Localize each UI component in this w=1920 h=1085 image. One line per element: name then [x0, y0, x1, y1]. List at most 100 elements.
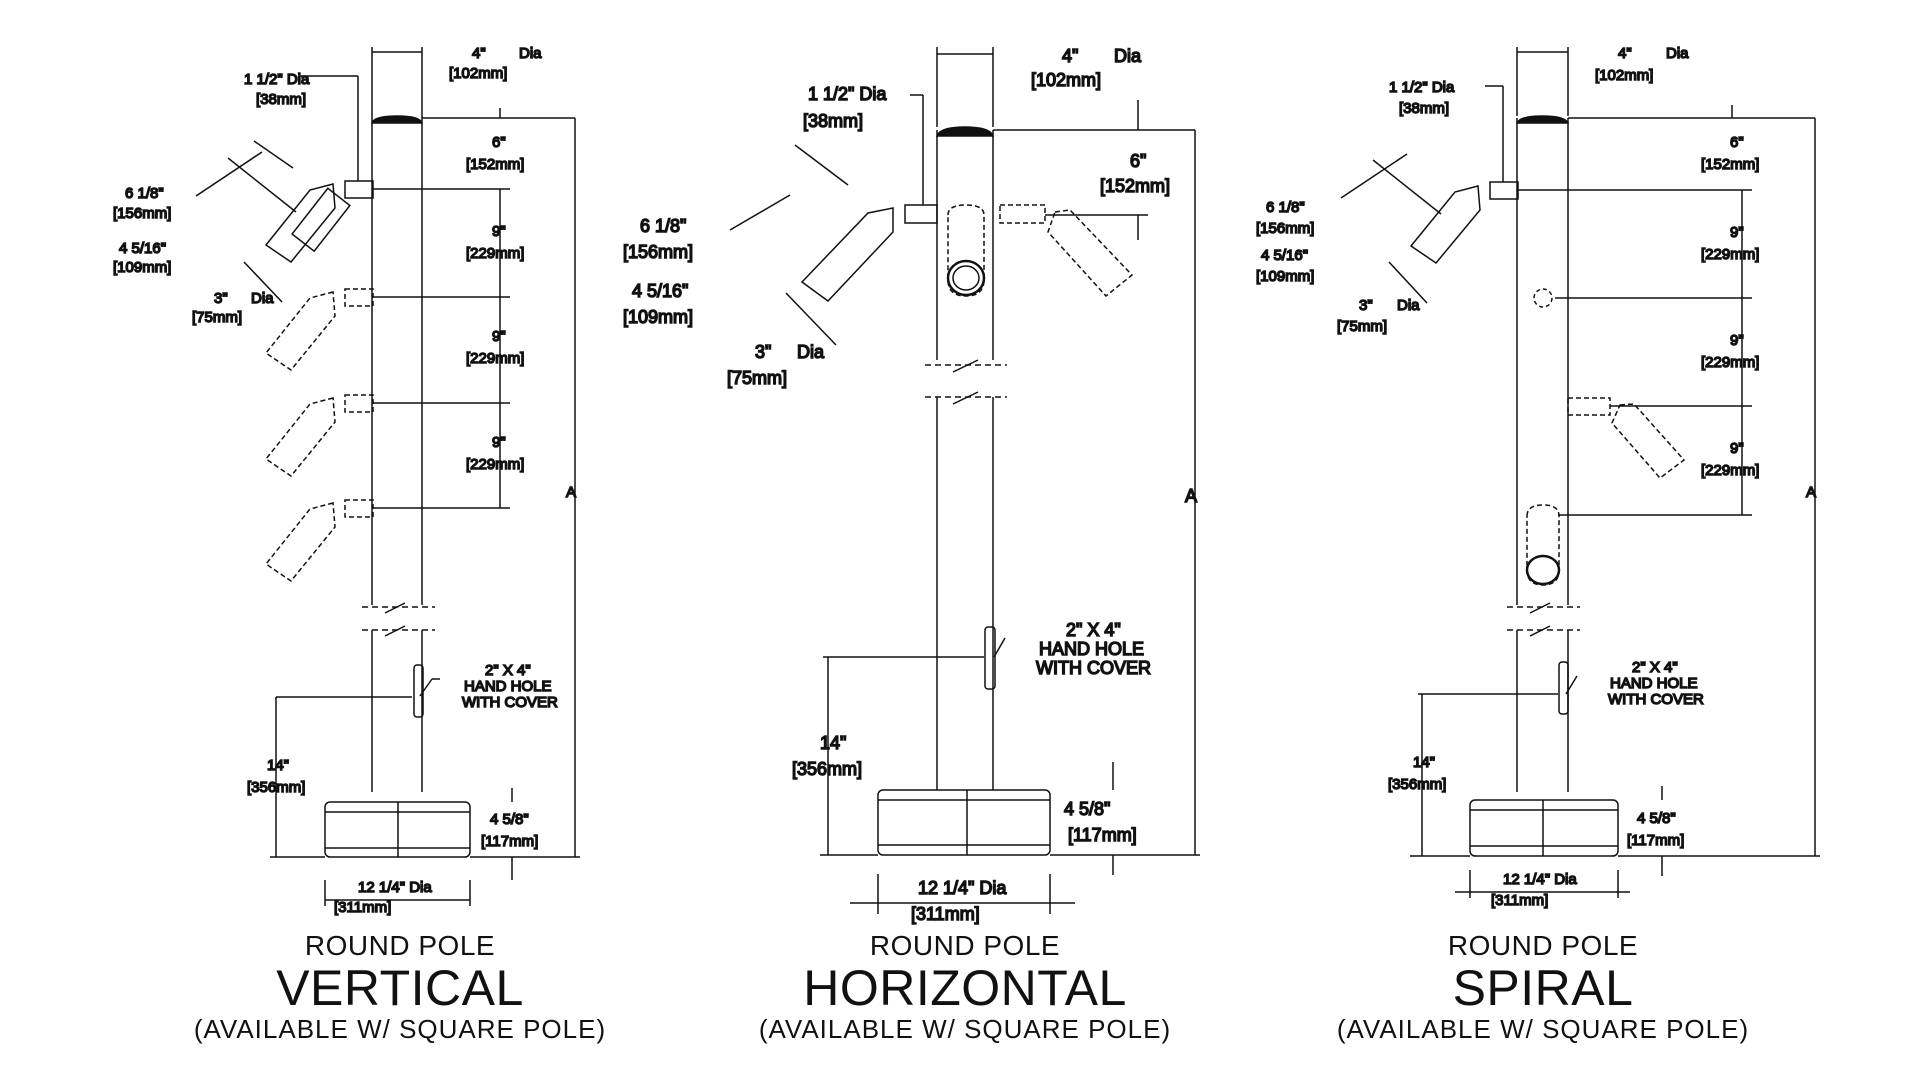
hand-hole-label: HAND HOLE [1039, 639, 1144, 659]
hand-hole [1558, 661, 1569, 715]
spacing-label: 9" [492, 223, 506, 240]
spacing-mm: [229mm] [1701, 354, 1759, 371]
fixture-dashed-group [999, 204, 1134, 298]
fixture-solid [800, 207, 894, 302]
fixture-length-mm: [156mm] [623, 242, 693, 262]
spacing-mm: [229mm] [466, 456, 524, 473]
fixture-dia-label: 3" [1359, 297, 1373, 314]
base-height-mm: [117mm] [481, 833, 538, 850]
base-height-mm: [117mm] [1627, 832, 1684, 849]
hole-height-mm: [356mm] [792, 759, 862, 779]
break-mark [1529, 602, 1551, 637]
fixture-length-label: 6 1/8" [640, 216, 686, 236]
fixture-dia-label: 3" [755, 342, 771, 362]
pole-dia-word: Dia [519, 45, 542, 62]
pole-base [877, 789, 1051, 856]
base-dia-mm: [311mm] [334, 899, 391, 916]
arm-dia-label: 1 1/2" Dia [808, 84, 887, 104]
arm-dia-label: 1 1/2" Dia [244, 71, 310, 88]
pole-dia-word: Dia [1114, 46, 1142, 66]
hand-hole-cover: WITH COVER [462, 694, 558, 711]
break-mark [952, 359, 979, 405]
pole-dia-label: 4" [1618, 45, 1632, 62]
pole-dia-mm: [102mm] [1595, 67, 1653, 84]
spacing-mm: [229mm] [466, 245, 524, 262]
hand-hole [984, 626, 996, 690]
top-gap-mm: [152mm] [1100, 176, 1170, 196]
pole-cap [935, 126, 995, 137]
caption-pole-type: ROUND POLE [304, 930, 496, 961]
fixture-dia-mm: [75mm] [1337, 318, 1387, 335]
pole-dia-mm: [102mm] [449, 65, 507, 82]
overall-height-label: A [1806, 484, 1816, 501]
base-dia-label: 12 1/4" Dia [1503, 871, 1577, 888]
horizontal-pole-drawing: 4" Dia [102mm] 1 1/2" Dia [38mm] 6" [152… [622, 45, 1200, 925]
arm-dia-mm: [38mm] [803, 111, 863, 131]
base-dia-mm: [311mm] [1491, 892, 1548, 909]
fixture-dashed-group [1567, 397, 1686, 480]
pole-cap [1515, 115, 1570, 124]
top-gap-mm: [152mm] [1701, 156, 1759, 173]
hole-height-mm: [356mm] [247, 779, 305, 796]
hole-height-label: 14" [1413, 754, 1435, 771]
hole-height-mm: [356mm] [1388, 776, 1446, 793]
base-height-label: 4 5/8" [1637, 810, 1676, 827]
pole-cap [371, 115, 423, 124]
arm-dia-label: 1 1/2" Dia [1389, 79, 1455, 96]
hand-hole-cover: WITH COVER [1036, 658, 1151, 678]
arm-bracket [344, 180, 374, 199]
top-gap-label: 6" [1130, 151, 1146, 171]
fixture-front-lens [946, 259, 986, 297]
hand-hole-label: HAND HOLE [464, 678, 552, 695]
fixture-front-dashed [1526, 504, 1560, 586]
base-height-label: 4 5/8" [1064, 799, 1110, 819]
caption-configuration: SPIRAL [1452, 960, 1634, 1016]
base-dia-label: 12 1/4" Dia [358, 879, 432, 896]
caption-pole-type: ROUND POLE [869, 930, 1061, 961]
fixture-solid [1409, 185, 1481, 265]
fixture-length2-mm: [109mm] [113, 259, 171, 276]
fixture-length2-label: 4 5/16" [1261, 247, 1308, 264]
hole-height-label: 14" [267, 757, 289, 774]
pole-dia-mm: [102mm] [1031, 70, 1101, 90]
spacing-label: 9" [492, 434, 506, 451]
fixture-rear-dashed [1533, 288, 1553, 308]
spacing-label: 9" [1730, 332, 1744, 349]
fixture-length2-label: 4 5/16" [632, 281, 688, 301]
arm-dia-mm: [38mm] [1399, 100, 1449, 117]
top-gap-label: 6" [1730, 134, 1744, 151]
spacing-label: 9" [1730, 224, 1744, 241]
caption-spiral: ROUND POLE SPIRAL (AVAILABLE W/ SQUARE P… [1243, 930, 1843, 1045]
fixture-length-label: 6 1/8" [125, 185, 164, 202]
fixture-front-lens [1525, 554, 1561, 586]
fixture-dia-word: Dia [1397, 297, 1420, 314]
fixture-dia-label: 3" [214, 290, 228, 307]
fixture-length2-mm: [109mm] [1256, 268, 1314, 285]
caption-availability: (AVAILABLE W/ SQUARE POLE) [193, 1014, 607, 1044]
caption-configuration: VERTICAL [276, 960, 524, 1016]
fixture-solid [291, 187, 351, 253]
arm-bracket [904, 204, 938, 224]
overall-height-label: A [1185, 486, 1197, 506]
fixture-dia-mm: [75mm] [727, 368, 787, 388]
overall-height-label: A [566, 484, 576, 501]
fixture-length2-label: 4 5/16" [119, 240, 166, 257]
base-height-mm: [117mm] [1068, 825, 1137, 845]
caption-availability: (AVAILABLE W/ SQUARE POLE) [1336, 1014, 1750, 1044]
spiral-pole-drawing: 4" Dia [102mm] 1 1/2" Dia [38mm] 6" [152… [1255, 44, 1820, 910]
caption-vertical: ROUND POLE VERTICAL (AVAILABLE W/ SQUARE… [100, 930, 700, 1045]
fixture-length2-mm: [109mm] [623, 307, 693, 327]
fixture-length-mm: [156mm] [1256, 220, 1314, 237]
vertical-pole-drawing: 4" Dia [102mm] 1 1/2" Dia [38mm] 6" [152… [112, 44, 580, 917]
hand-hole-size: 2" X 4" [1066, 620, 1121, 640]
hand-hole-size: 2" X 4" [485, 662, 531, 679]
fixture-dashed-group [264, 288, 374, 583]
base-dia-mm: [311mm] [911, 904, 980, 924]
hand-hole-size: 2" X 4" [1632, 659, 1678, 676]
caption-availability: (AVAILABLE W/ SQUARE POLE) [758, 1014, 1172, 1044]
spacing-mm: [229mm] [1701, 246, 1759, 263]
base-dia-label: 12 1/4" Dia [918, 878, 1007, 898]
hand-hole-cover: WITH COVER [1608, 691, 1704, 708]
pole-dia-label: 4" [1062, 46, 1078, 66]
